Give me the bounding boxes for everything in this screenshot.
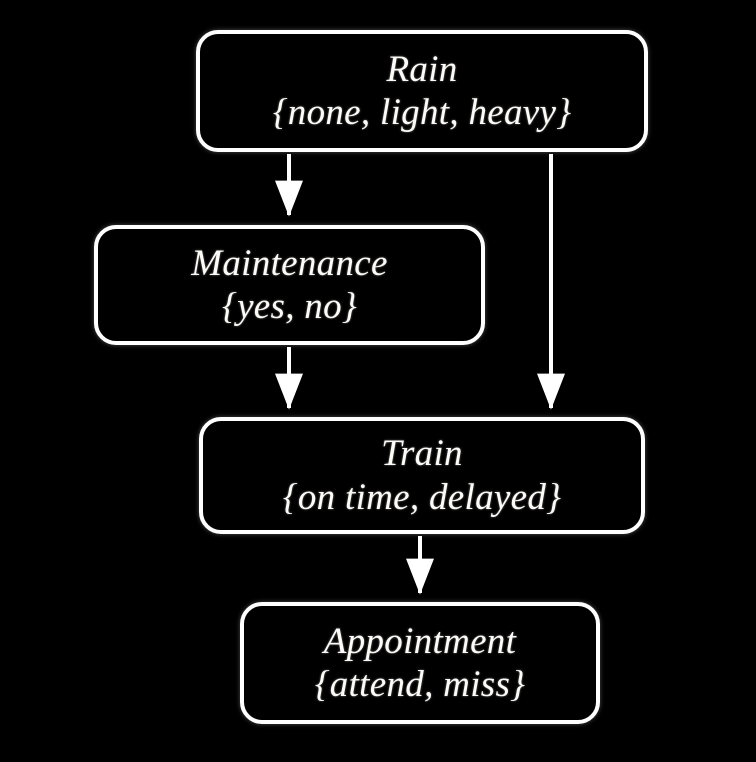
node-maintenance-name: Maintenance: [191, 242, 388, 284]
node-rain[interactable]: Rain {none, light, heavy}: [196, 30, 648, 152]
node-appointment-name: Appointment: [323, 620, 517, 662]
node-train-states: {on time, delayed}: [282, 476, 562, 518]
node-rain-states: {none, light, heavy}: [272, 92, 572, 133]
node-maintenance[interactable]: Maintenance {yes, no}: [94, 225, 485, 345]
node-appointment[interactable]: Appointment {attend, miss}: [240, 602, 600, 724]
node-appointment-states: {attend, miss}: [314, 664, 526, 705]
node-maintenance-states: {yes, no}: [221, 286, 358, 327]
node-train[interactable]: Train {on time, delayed}: [199, 417, 645, 534]
node-train-name: Train: [381, 433, 463, 475]
node-rain-name: Rain: [386, 48, 458, 90]
